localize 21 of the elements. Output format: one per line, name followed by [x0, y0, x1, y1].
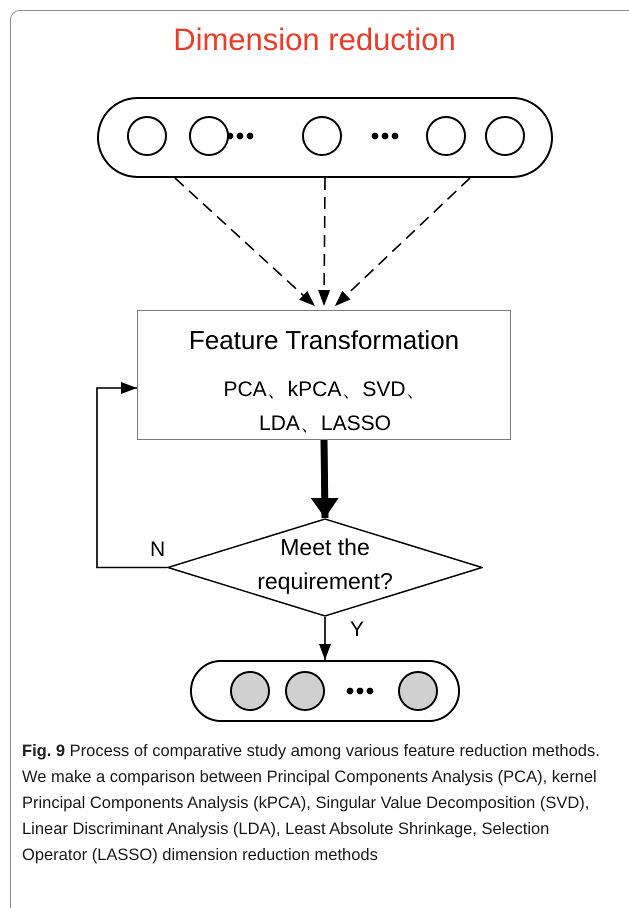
- arrow: [334, 177, 471, 307]
- circle: [398, 671, 438, 711]
- decision-diamond: [167, 518, 483, 617]
- method-list: PCA、kPCA、SVD、 LDA、LASSO: [200, 373, 450, 441]
- arrow: [310, 440, 339, 518]
- arrow: [319, 617, 331, 660]
- circle: [485, 116, 525, 156]
- circle: [230, 671, 270, 711]
- diamond-label: Meet the requirement?: [256, 533, 394, 596]
- title: Dimension reduction: [172, 22, 457, 58]
- process-box: [137, 310, 511, 440]
- circle: [302, 116, 342, 156]
- box-heading: Feature Transformation: [188, 325, 460, 356]
- circle: [127, 116, 167, 156]
- circle: [285, 671, 325, 711]
- circle: [189, 116, 229, 156]
- arrow: [174, 177, 316, 307]
- circle: [426, 116, 466, 156]
- arrow: [318, 178, 330, 306]
- figure-caption: Fig. 9 Process of comparative study among various feature reduction methods. We make a comparison between Principal Components Analysis (PCA), kernel Principal Components Analysis (kPCA), Singular Value Decomposition (SVD), Linear Discriminant Analysis (LDA), Least Absolute Shrinkage, Selection Operator (LASSO) dimension reduction methods: [22, 741, 601, 866]
- arrow: [96, 382, 167, 568]
